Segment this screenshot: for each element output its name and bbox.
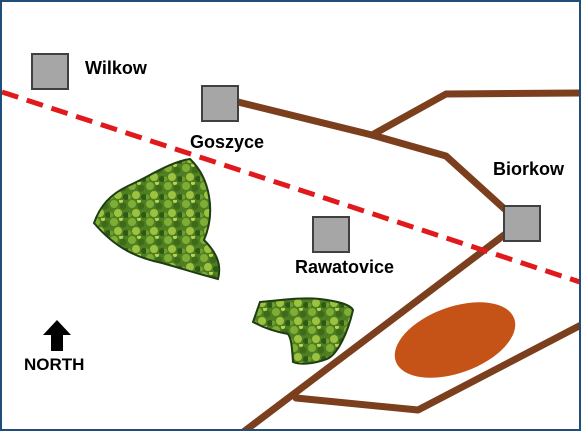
town-marker-rawatovice[interactable] — [312, 216, 350, 253]
up-arrow-icon — [43, 320, 71, 351]
north-indicator: NORTH — [24, 320, 104, 380]
road-goszyce-biorkow — [234, 98, 524, 227]
town-marker-biorkow[interactable] — [503, 205, 541, 242]
forest-large — [92, 157, 221, 281]
town-markers — [31, 53, 541, 253]
town-label-wilkow: Wilkow — [85, 58, 147, 78]
town-label-biorkow: Biorkow — [493, 159, 565, 179]
boundary-line — [2, 89, 579, 285]
town-label-goszyce: Goszyce — [190, 132, 265, 152]
road-biorkow-south — [241, 219, 524, 429]
town-marker-goszyce[interactable] — [201, 85, 239, 122]
road-network — [234, 89, 579, 429]
north-label: NORTH — [24, 355, 85, 374]
road-north-branch — [368, 89, 579, 139]
lake — [394, 302, 516, 378]
forest-small — [251, 297, 355, 365]
road-south-loop — [292, 322, 579, 414]
town-label-rawatovice: Rawatovice — [295, 257, 395, 277]
town-marker-wilkow[interactable] — [31, 53, 69, 90]
